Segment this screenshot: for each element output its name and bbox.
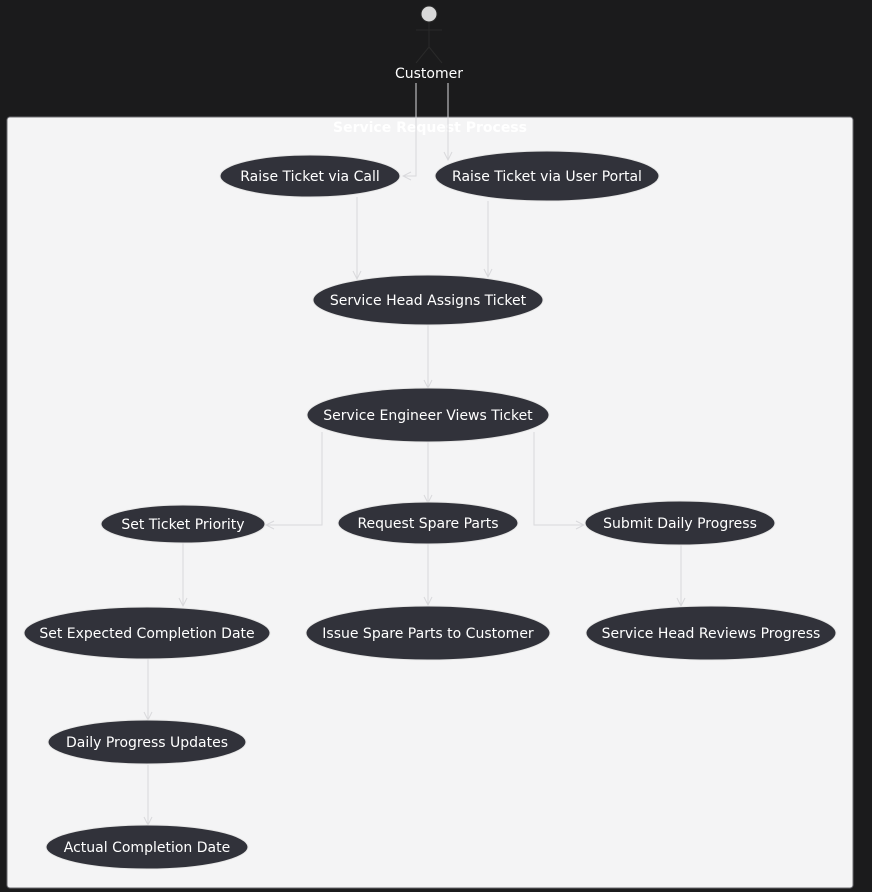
actor-right-leg bbox=[428, 46, 443, 64]
use-case-label: Raise Ticket via Call bbox=[240, 169, 379, 185]
use-case-shape bbox=[47, 719, 247, 765]
use-case-label: Set Ticket Priority bbox=[121, 517, 244, 533]
actor-head bbox=[420, 5, 438, 23]
use-case-label: Submit Daily Progress bbox=[603, 516, 757, 532]
use-case-issue-spare[interactable]: Issue Spare Parts to Customer bbox=[305, 605, 551, 661]
use-case-assign[interactable]: Service Head Assigns Ticket bbox=[312, 274, 544, 326]
edge-views-to-daily bbox=[533, 432, 584, 525]
edge-views-to-priority bbox=[266, 432, 323, 525]
use-case-shape bbox=[45, 824, 249, 870]
edges bbox=[148, 83, 681, 825]
use-case-daily-updates[interactable]: Daily Progress Updates bbox=[47, 719, 247, 765]
use-case-views[interactable]: Service Engineer Views Ticket bbox=[306, 387, 550, 443]
actor-left-leg bbox=[415, 46, 430, 64]
use-case-raise-portal[interactable]: Raise Ticket via User Portal bbox=[434, 150, 660, 202]
use-case-priority[interactable]: Set Ticket Priority bbox=[100, 504, 266, 544]
use-case-shape bbox=[100, 504, 266, 544]
use-case-actual-date[interactable]: Actual Completion Date bbox=[45, 824, 249, 870]
use-case-shape bbox=[23, 606, 271, 660]
use-case-expected-date[interactable]: Set Expected Completion Date bbox=[23, 606, 271, 660]
use-case-shape bbox=[337, 501, 519, 545]
use-case-label: Service Head Reviews Progress bbox=[602, 626, 821, 642]
boundary-title: Service Request Process bbox=[333, 120, 527, 136]
use-case-daily-submit[interactable]: Submit Daily Progress bbox=[584, 500, 776, 546]
use-case-shape bbox=[434, 150, 660, 202]
use-case-raise-call[interactable]: Raise Ticket via Call bbox=[219, 154, 401, 198]
use-case-shape bbox=[312, 274, 544, 326]
use-case-head-reviews[interactable]: Service Head Reviews Progress bbox=[585, 605, 837, 661]
use-case-shape bbox=[219, 154, 401, 198]
use-case-label: Service Engineer Views Ticket bbox=[323, 408, 533, 424]
use-case-shape bbox=[306, 387, 550, 443]
use-case-shape bbox=[305, 605, 551, 661]
edge-customer-to-call bbox=[403, 83, 417, 176]
use-case-label: Request Spare Parts bbox=[357, 516, 498, 532]
use-case-shape bbox=[585, 605, 837, 661]
use-case-label: Set Expected Completion Date bbox=[39, 626, 254, 642]
use-case-label: Raise Ticket via User Portal bbox=[452, 169, 642, 185]
use-case-label: Service Head Assigns Ticket bbox=[330, 293, 527, 309]
use-case-shape bbox=[584, 500, 776, 546]
use-case-spare-request[interactable]: Request Spare Parts bbox=[337, 501, 519, 545]
use-case-label: Actual Completion Date bbox=[64, 840, 230, 856]
actor-label: Customer bbox=[395, 66, 463, 82]
use-case-label: Issue Spare Parts to Customer bbox=[322, 626, 534, 642]
actor-customer[interactable]: Customer bbox=[395, 5, 463, 82]
use-case-label: Daily Progress Updates bbox=[66, 735, 228, 751]
